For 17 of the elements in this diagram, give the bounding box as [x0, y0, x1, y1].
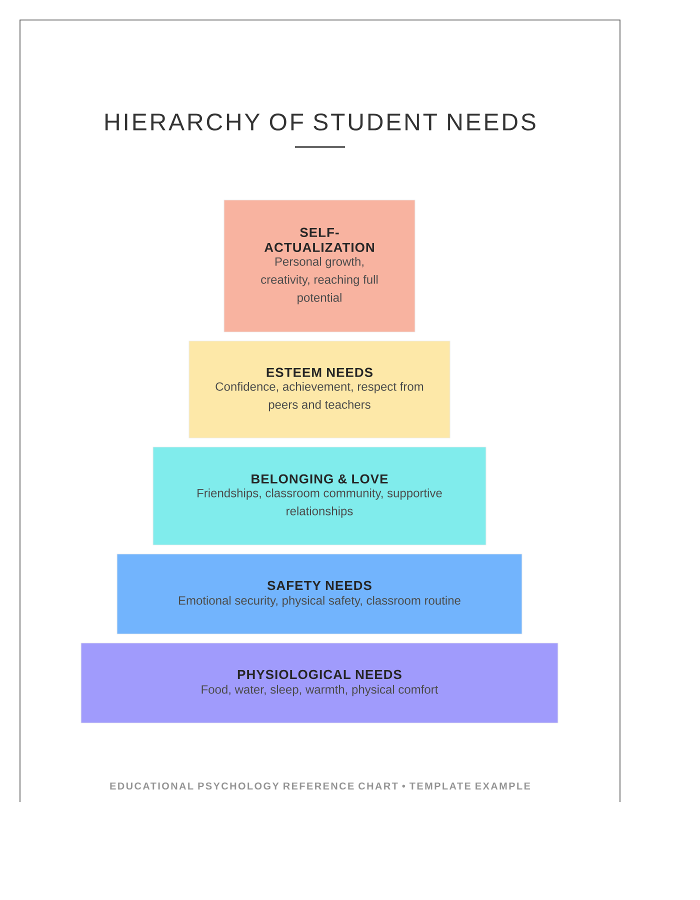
level-heading: SELF-ACTUALIZATION [264, 228, 374, 252]
pyramid-level [188, 340, 450, 438]
level-heading: PHYSIOLOGICAL NEEDS [238, 670, 402, 680]
footer-note: EDUCATIONAL PSYCHOLOGY REFERENCE CHART • TEMPLATE EXAMPLE [110, 782, 530, 790]
level-description: Confidence, achievement, respect from peers and teachers [216, 382, 424, 412]
level-heading: BELONGING & LOVE [252, 474, 388, 484]
level-description: Food, water, sleep, warmth, physical comfort [202, 684, 438, 696]
level-description: Personal growth, creativity, reaching full potential [261, 257, 378, 304]
level-heading: SAFETY NEEDS [267, 580, 372, 590]
level-description: Emotional security, physical safety, classroom routine [178, 596, 460, 608]
pyramid-level [116, 554, 522, 634]
pyramid-level [152, 446, 486, 546]
level-heading: ESTEEM NEEDS [266, 368, 372, 378]
pyramid-level [80, 642, 558, 724]
level-description: Friendships, classroom community, supportive relationships [198, 488, 442, 518]
title: HIERARCHY OF STUDENT NEEDS [106, 114, 536, 130]
pyramid-level [224, 200, 416, 332]
